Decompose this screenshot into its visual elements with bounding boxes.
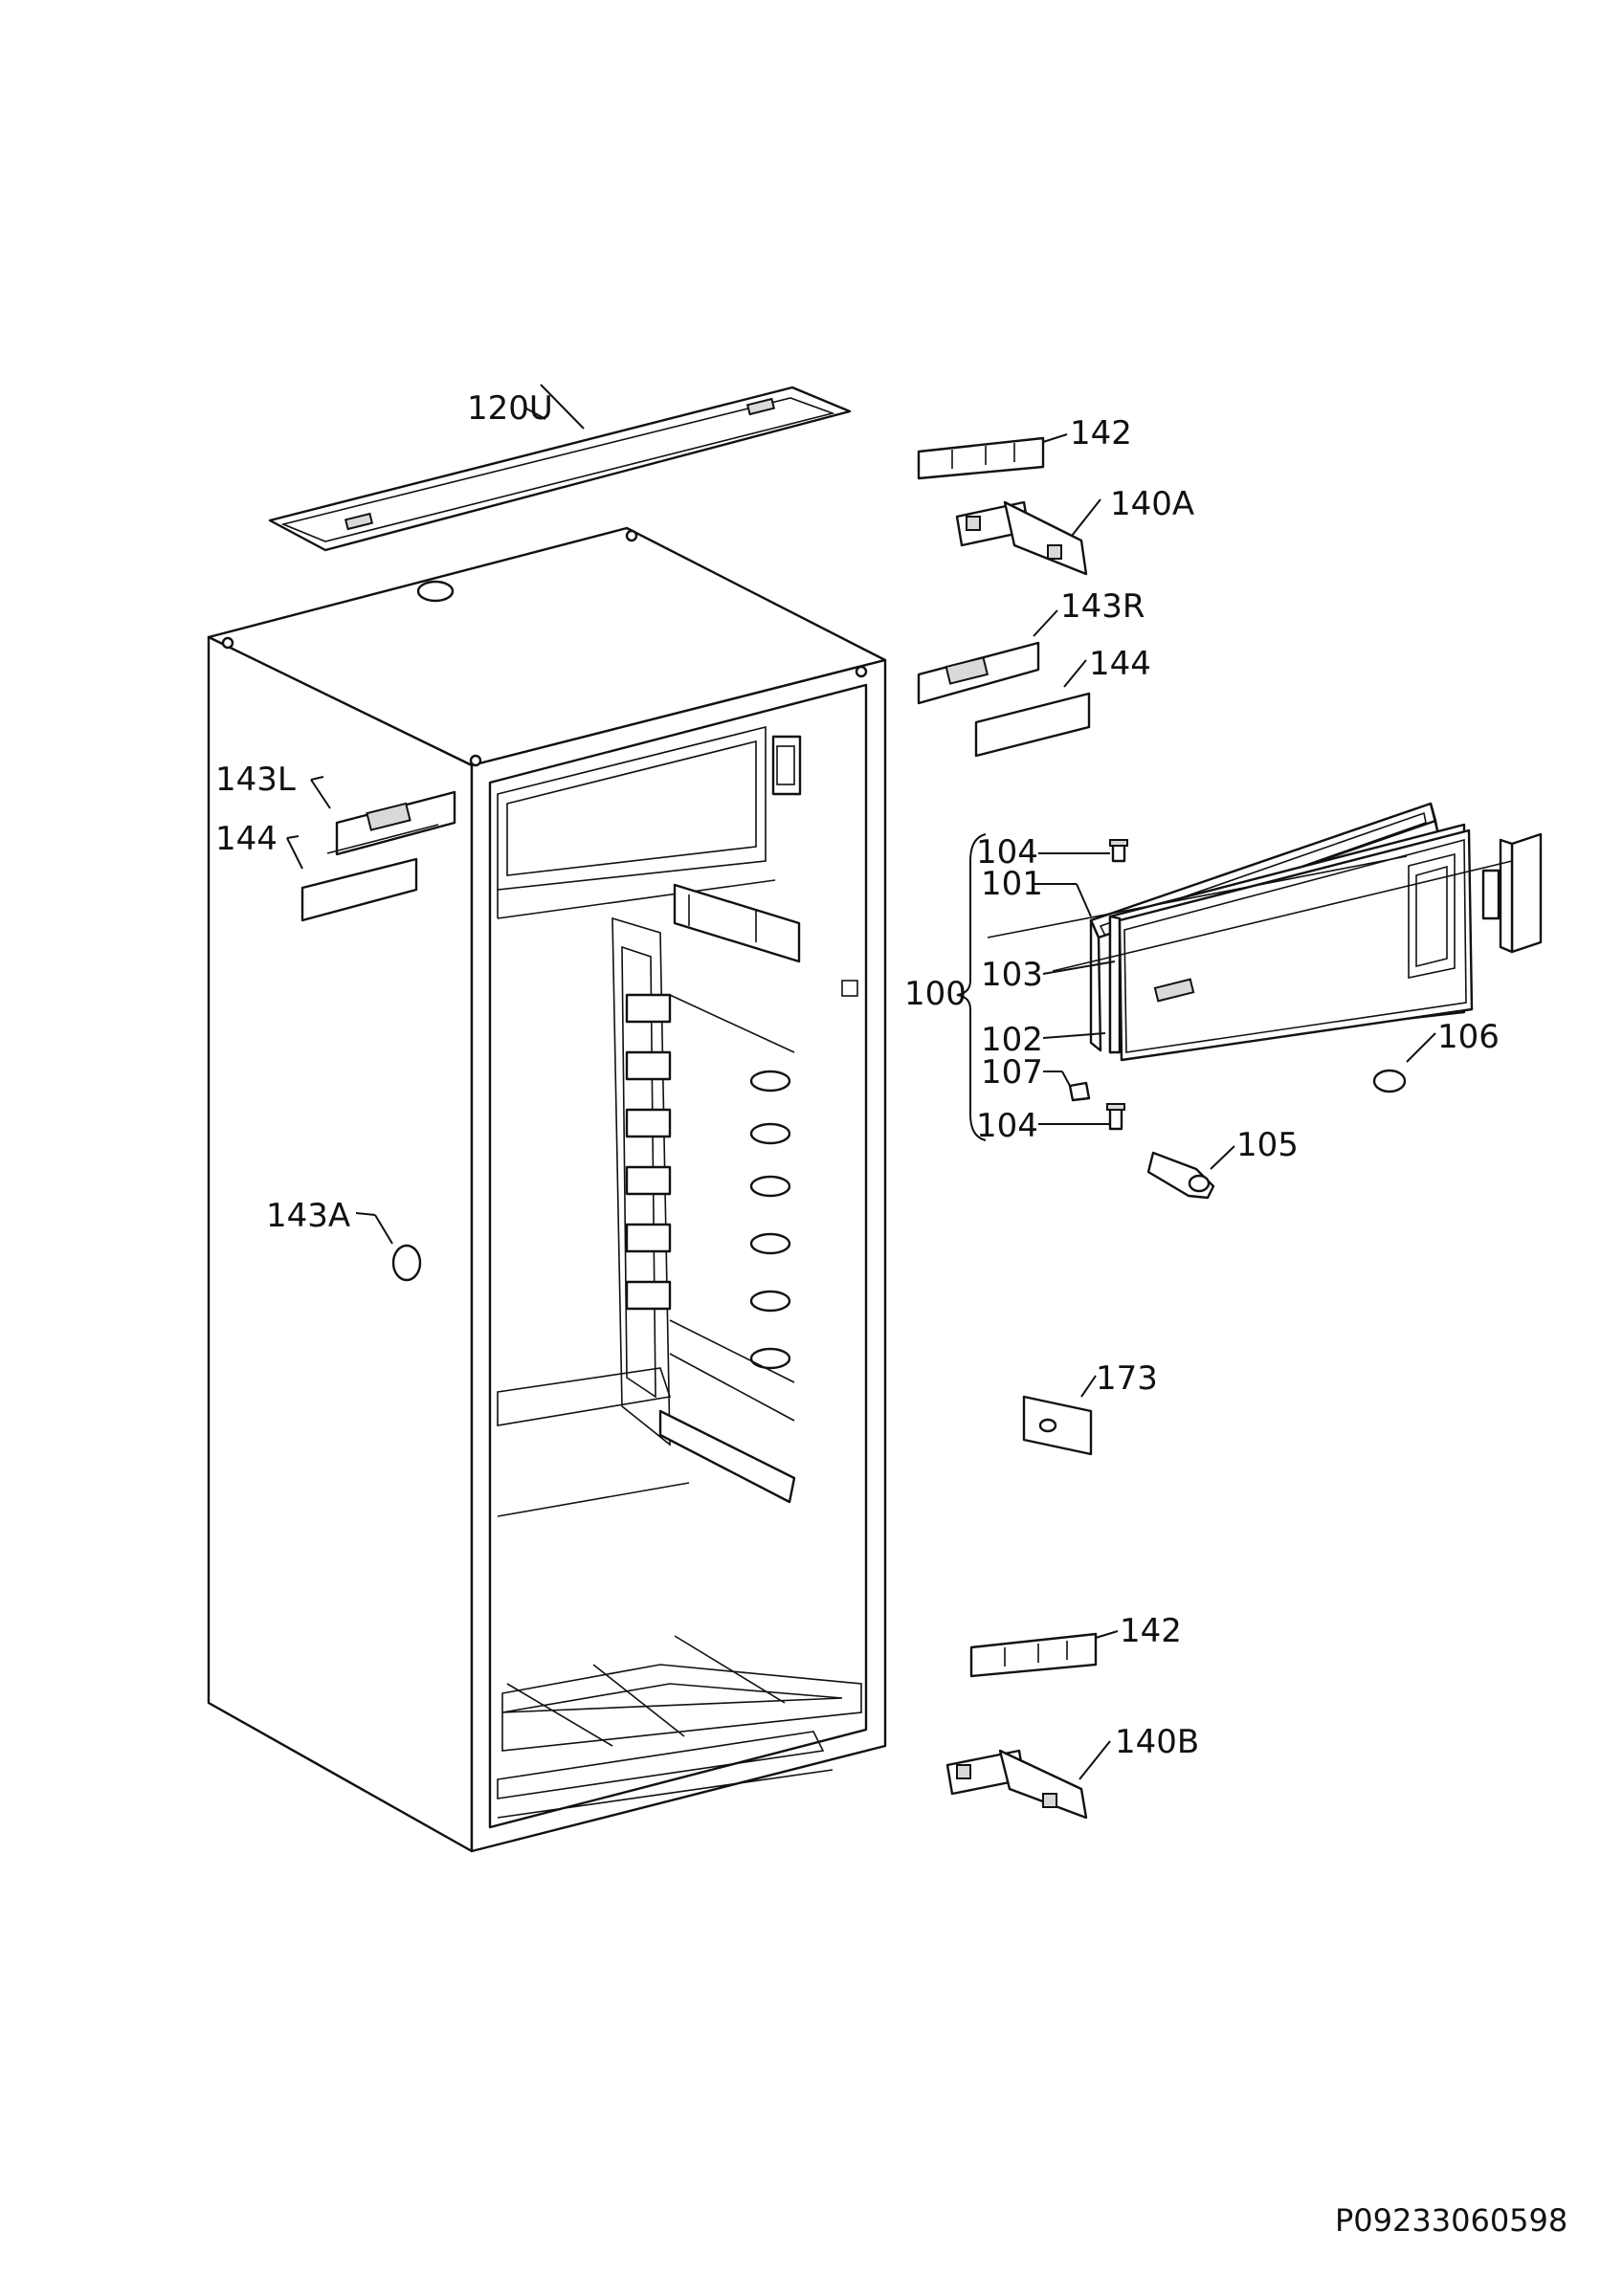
label-101: 101 (981, 865, 1043, 903)
door-assembly-100 (956, 802, 1543, 1141)
label-106: 106 (1437, 1018, 1500, 1056)
label-142-bottom: 142 (1120, 1612, 1182, 1650)
label-140A: 140A (1110, 485, 1194, 523)
screw-104-bottom (1106, 1103, 1125, 1131)
plug-105 (1146, 1145, 1235, 1200)
label-102: 102 (981, 1021, 1043, 1059)
label-144-right (974, 659, 1091, 758)
label-143L: 143L (215, 761, 296, 799)
hinge-140A (955, 498, 1101, 576)
hinge-shim-142-bottom (969, 1630, 1119, 1678)
hinge-140B (945, 1740, 1111, 1820)
cover-143L (310, 776, 456, 856)
leader-120U (525, 408, 546, 420)
label-100: 100 (904, 975, 967, 1013)
label-104-top: 104 (976, 833, 1038, 872)
label-105: 105 (1236, 1126, 1299, 1164)
door-leaders (1032, 852, 1116, 1125)
label-140B: 140B (1115, 1723, 1199, 1761)
label-144-left: 144 (215, 820, 278, 858)
cap-107 (1068, 1081, 1091, 1102)
label-143A: 143A (266, 1197, 350, 1235)
cap-106 (1372, 1032, 1436, 1093)
hinge-shim-142-top (917, 433, 1068, 480)
label-144-left (286, 824, 439, 922)
label-142-top: 142 (1070, 414, 1132, 453)
label-143R: 143R (1060, 587, 1145, 626)
plug-143A (355, 1212, 422, 1282)
label-120U: 120U (467, 389, 553, 428)
handle-173 (1022, 1375, 1097, 1456)
drawing-code: P09233060598 (1335, 2202, 1567, 2239)
cover-143R (917, 609, 1058, 705)
label-144-right: 144 (1089, 645, 1151, 683)
label-173: 173 (1096, 1359, 1158, 1398)
label-104-bottom: 104 (976, 1107, 1038, 1145)
cabinet (207, 526, 887, 1853)
top-trim-120U (268, 384, 852, 552)
label-107: 107 (981, 1053, 1043, 1092)
screw-104-top (1109, 839, 1128, 863)
label-103: 103 (981, 956, 1043, 994)
